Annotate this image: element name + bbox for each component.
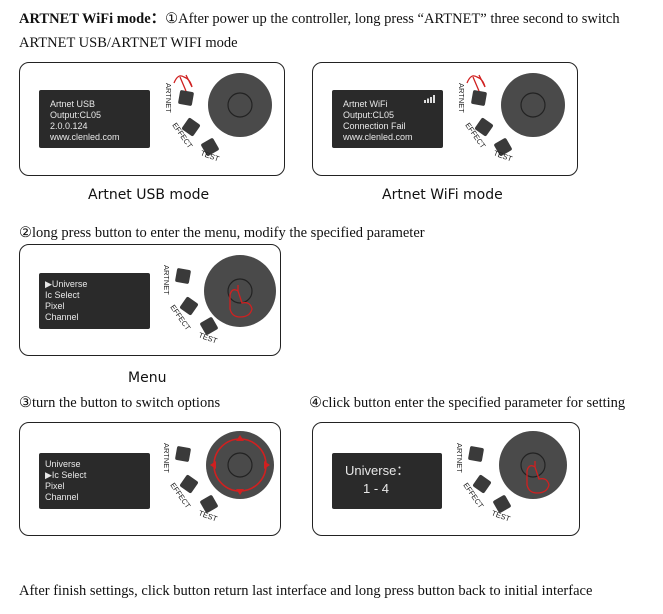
artnet-button[interactable] [175,446,191,462]
footer-text: After finish settings, click button retu… [19,583,593,599]
menu-item-channel: Channel [45,492,79,502]
label-artnet: ARTNET [162,265,171,295]
controller-buttons: ARTNET EFFECT TEST [455,431,567,524]
effect-button[interactable] [179,474,198,493]
screen-universe-value: 1 - 4 [363,481,390,496]
panel-click: Universe： 1 - 4 ARTNET EFFECT TEST [312,422,580,536]
screen-line: Connection Fail [343,121,406,131]
lcd-screen: Artnet WiFi Output:CL05 Connection Fail … [332,90,443,148]
hand-press-icon [526,461,550,494]
label-test: TEST [490,508,511,523]
screen-universe-label: Universe： [345,463,410,478]
knob-center [227,92,253,118]
screen-line: Output:CL05 [343,110,395,120]
test-button[interactable] [199,316,218,335]
menu-item-universe: Universe [45,459,81,469]
effect-button[interactable] [474,117,493,136]
screen-line: Artnet USB [50,99,96,109]
intro-heading: ARTNET WiFi mode： [19,11,166,27]
screen-line: Output:CL05 [50,110,102,120]
wifi-signal-icon [424,95,435,103]
menu-item-pixel: Pixel [45,301,65,311]
knob-center [227,278,253,304]
screen-line: Artnet WiFi [343,99,388,109]
lcd-screen: Universe： 1 - 4 [332,453,442,509]
test-button[interactable] [199,494,218,513]
label-artnet: ARTNET [162,443,171,473]
menu-item-ic-select: ▶Ic Select [45,470,87,480]
panel-artnet-wifi: Artnet WiFi Output:CL05 Connection Fail … [312,62,578,176]
label-test: TEST [197,508,218,523]
menu-item-channel: Channel [45,312,79,322]
lcd-screen: ▶Universe Ic Select Pixel Channel [39,273,150,329]
controller-buttons: ARTNET EFFECT TEST [162,255,276,346]
step-2-text: ②long press button to enter the menu, mo… [19,225,425,241]
menu-item-pixel: Pixel [45,481,65,491]
panel-turn: Universe ▶Ic Select Pixel Channel ARTNET… [19,422,281,536]
controller-buttons: ARTNET EFFECT TEST [164,73,272,164]
rotary-knob[interactable] [499,431,567,499]
rotary-knob[interactable] [501,73,565,137]
rotary-knob[interactable] [204,255,276,327]
caption-wifi: Artnet WiFi mode [382,187,503,203]
hand-press-icon [466,74,486,92]
label-artnet: ARTNET [164,83,173,113]
effect-button[interactable] [181,117,200,136]
controller-buttons: ARTNET EFFECT TEST [162,431,274,524]
artnet-button[interactable] [471,90,487,106]
menu-item-ic-select: Ic Select [45,290,80,300]
panel-menu: ▶Universe Ic Select Pixel Channel ARTNET… [19,244,281,356]
knob-center [520,92,546,118]
intro-line-2: ARTNET USB/ARTNET WIFI mode [19,35,238,51]
test-button[interactable] [492,494,511,513]
intro-line-1: ARTNET WiFi mode：①After power up the con… [19,7,620,28]
panel-artnet-usb: Artnet USB Output:CL05 2.0.0.124 www.cle… [19,62,285,176]
controller-buttons: ARTNET EFFECT TEST [457,73,565,164]
label-artnet: ARTNET [457,83,466,113]
knob-center [520,452,546,478]
hand-press-icon [229,285,253,318]
label-test: TEST [197,330,218,345]
rotary-knob[interactable] [206,431,274,499]
label-artnet: ARTNET [455,443,464,473]
screen-line: www.clenled.com [50,132,120,142]
caption-menu: Menu [128,370,167,386]
rotary-knob[interactable] [208,73,272,137]
lcd-screen: Artnet USB Output:CL05 2.0.0.124 www.cle… [39,90,150,148]
effect-button[interactable] [472,474,491,493]
knob-center [227,452,253,478]
step-4-text: ④click button enter the specified parame… [309,395,626,411]
screen-line: 2.0.0.124 [50,121,88,131]
effect-button[interactable] [179,296,198,315]
lcd-screen: Universe ▶Ic Select Pixel Channel [39,453,150,509]
artnet-button[interactable] [178,90,194,106]
test-button[interactable] [493,137,512,156]
artnet-button[interactable] [468,446,484,462]
test-button[interactable] [200,137,219,156]
intro-text: ①After power up the controller, long pre… [165,11,620,27]
artnet-button[interactable] [175,268,191,284]
menu-item-universe: ▶Universe [45,279,88,289]
hand-press-icon [173,74,193,92]
caption-usb: Artnet USB mode [88,187,210,203]
step-3-text: ③turn the button to switch options [19,395,221,411]
screen-line: www.clenled.com [343,132,413,142]
